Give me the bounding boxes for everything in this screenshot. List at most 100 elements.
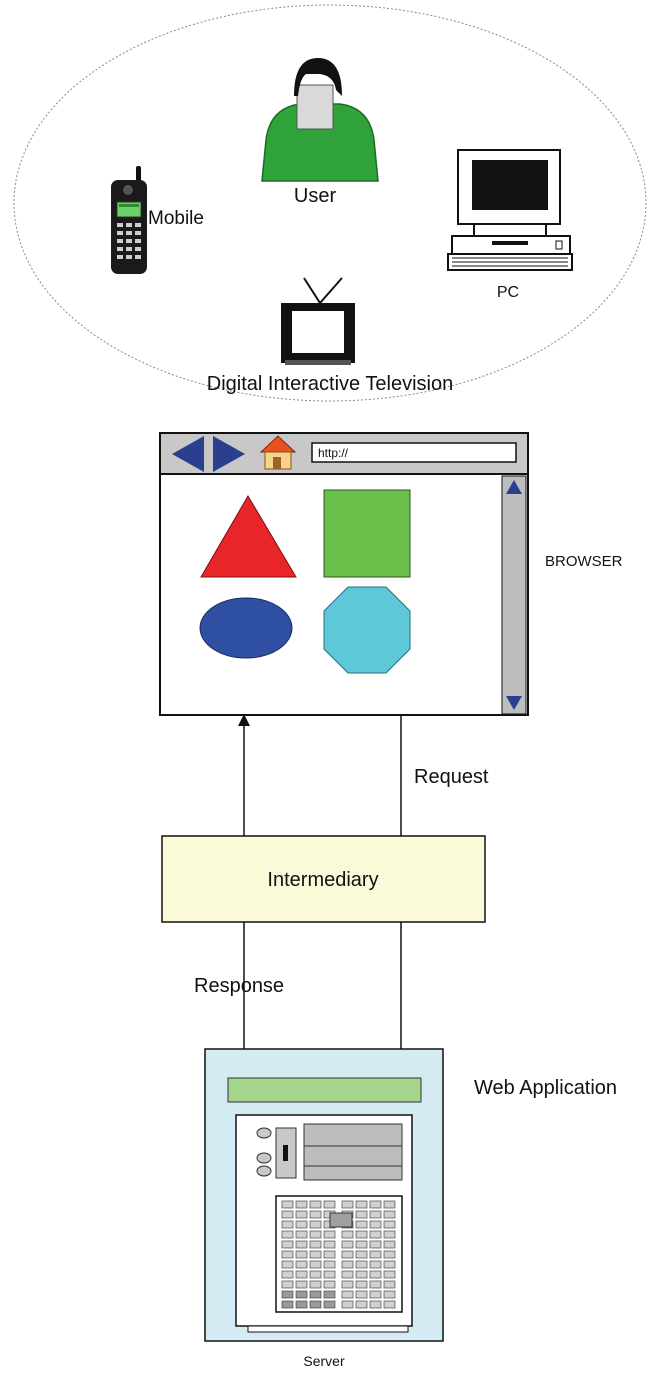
server-key xyxy=(323,1250,336,1259)
server-keypad-grid xyxy=(281,1200,396,1309)
server-key xyxy=(383,1220,396,1229)
server-key xyxy=(341,1280,354,1289)
server-key xyxy=(383,1230,396,1239)
server-key xyxy=(295,1220,308,1229)
server-key xyxy=(341,1300,354,1309)
server-key xyxy=(369,1280,382,1289)
device-cloud xyxy=(13,4,647,402)
server-key xyxy=(383,1260,396,1269)
server-key xyxy=(309,1210,322,1219)
server-key xyxy=(383,1210,396,1219)
server-key xyxy=(355,1250,368,1259)
server-key xyxy=(369,1270,382,1279)
server-key xyxy=(295,1240,308,1249)
server-key xyxy=(355,1200,368,1209)
server-key xyxy=(355,1270,368,1279)
server-key xyxy=(369,1230,382,1239)
server-key xyxy=(295,1280,308,1289)
address-bar[interactable] xyxy=(311,442,517,463)
server-key xyxy=(281,1230,294,1239)
server-key xyxy=(355,1290,368,1299)
server-key xyxy=(341,1290,354,1299)
mobile-phone-icon xyxy=(111,166,147,274)
server-key xyxy=(295,1260,308,1269)
server-key xyxy=(309,1290,322,1299)
tv-label: Digital Interactive Television xyxy=(207,373,453,395)
server-key xyxy=(323,1240,336,1249)
server-key xyxy=(323,1200,336,1209)
mobile-label: Mobile xyxy=(148,208,204,229)
server-key xyxy=(323,1280,336,1289)
web-application-label: Web Application xyxy=(474,1077,617,1099)
server-key xyxy=(369,1240,382,1249)
server-key xyxy=(281,1300,294,1309)
server-label: Server xyxy=(303,1353,345,1369)
server-key xyxy=(295,1200,308,1209)
green-square xyxy=(323,489,411,578)
scrollbar-track[interactable] xyxy=(501,475,527,715)
server-key xyxy=(355,1220,368,1229)
server-key xyxy=(295,1250,308,1259)
server-key xyxy=(383,1280,396,1289)
server-key xyxy=(355,1260,368,1269)
server-key xyxy=(295,1300,308,1309)
server-key xyxy=(323,1270,336,1279)
server-key xyxy=(355,1280,368,1289)
server-key xyxy=(355,1230,368,1239)
server-key xyxy=(309,1200,322,1209)
blue-ellipse xyxy=(199,597,293,659)
server-key xyxy=(309,1270,322,1279)
server-key xyxy=(341,1200,354,1209)
user-label: User xyxy=(294,185,337,207)
browser-window: http:// xyxy=(159,432,529,716)
intermediary-box xyxy=(161,835,486,923)
scroll-down-icon[interactable] xyxy=(506,696,522,710)
server-key xyxy=(309,1300,322,1309)
server-key xyxy=(309,1250,322,1259)
server-key xyxy=(369,1200,382,1209)
server-icon xyxy=(204,1048,444,1342)
server-key xyxy=(369,1220,382,1229)
server-key xyxy=(355,1210,368,1219)
server-key xyxy=(281,1240,294,1249)
server-key xyxy=(309,1240,322,1249)
server-key xyxy=(383,1250,396,1259)
server-key xyxy=(309,1220,322,1229)
server-key xyxy=(383,1300,396,1309)
home-icon[interactable] xyxy=(259,435,297,470)
browser-label: BROWSER xyxy=(545,553,623,570)
server-key xyxy=(295,1290,308,1299)
server-key xyxy=(281,1250,294,1259)
server-key xyxy=(383,1240,396,1249)
server-key xyxy=(341,1260,354,1269)
server-key xyxy=(281,1220,294,1229)
server-key xyxy=(341,1230,354,1239)
forward-arrow-icon[interactable] xyxy=(213,436,245,472)
server-key xyxy=(323,1290,336,1299)
server-key xyxy=(341,1270,354,1279)
server-key xyxy=(341,1250,354,1259)
server-key xyxy=(309,1280,322,1289)
server-key xyxy=(369,1210,382,1219)
server-key xyxy=(281,1210,294,1219)
server-key xyxy=(295,1230,308,1239)
address-bar-text: http:// xyxy=(318,446,349,460)
server-key xyxy=(369,1300,382,1309)
television-icon xyxy=(281,277,355,365)
response-label: Response xyxy=(194,975,284,997)
server-key xyxy=(281,1280,294,1289)
server-key xyxy=(383,1270,396,1279)
server-key xyxy=(323,1300,336,1309)
server-key xyxy=(295,1270,308,1279)
server-key xyxy=(309,1230,322,1239)
cyan-octagon xyxy=(323,586,411,674)
back-arrow-icon[interactable] xyxy=(172,436,204,472)
server-key xyxy=(281,1200,294,1209)
scroll-up-icon[interactable] xyxy=(506,480,522,494)
server-key xyxy=(369,1290,382,1299)
server-key xyxy=(383,1200,396,1209)
server-key xyxy=(323,1230,336,1239)
red-triangle xyxy=(200,495,297,578)
pc-icon xyxy=(447,149,573,271)
server-key xyxy=(355,1300,368,1309)
